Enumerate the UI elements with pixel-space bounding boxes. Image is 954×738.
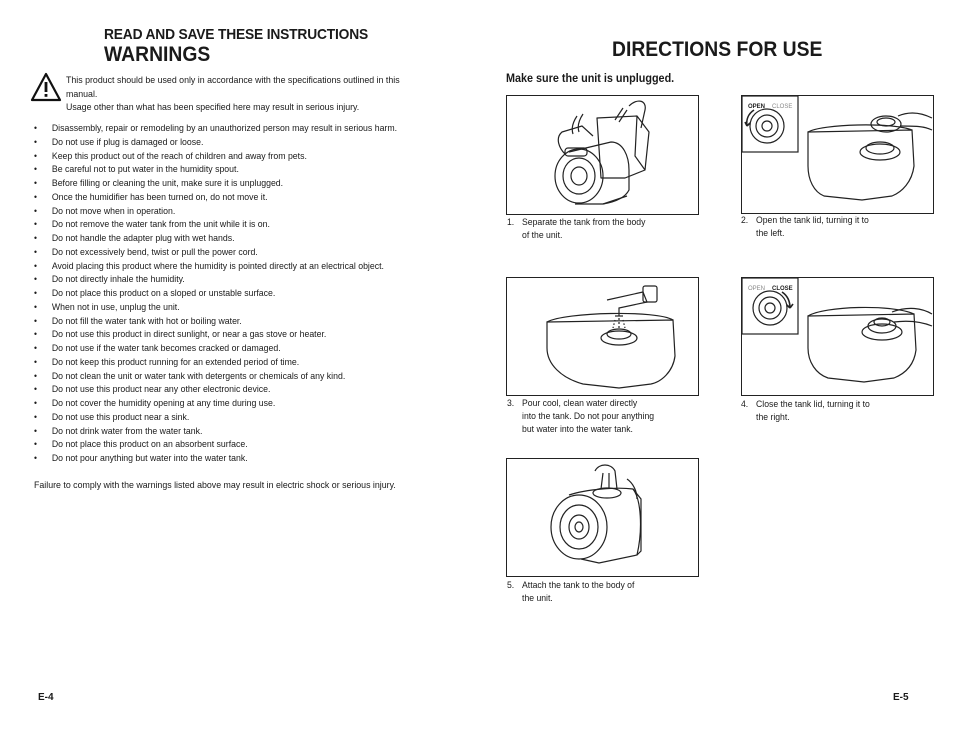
warning-item: Keep this product out of the reach of ch… (34, 150, 429, 164)
step-text: the unit. (522, 593, 553, 603)
unplug-subtitle: Make sure the unit is unplugged. (506, 73, 675, 85)
page-number-left: E-4 (38, 692, 54, 703)
directions-title: DIRECTIONS FOR USE (612, 38, 823, 61)
step-text: but water into the water tank. (522, 424, 633, 434)
warning-item: Do not use if the water tank becomes cra… (34, 342, 429, 356)
humidifier-tank-removal-drawing (554, 100, 650, 205)
warning-item: Do not directly inhale the humidity. (34, 273, 429, 287)
humidifier-attach-drawing (550, 464, 642, 564)
warning-item: Do not fill the water tank with hot or b… (34, 315, 429, 329)
intro-line: This product should be used only in acco… (66, 74, 400, 99)
warning-item: Do not excessively bend, twist or pull t… (34, 246, 429, 260)
step-item: 2. Open the tank lid, turning it to the l… (741, 214, 869, 240)
illustration-open-lid: OPEN CLOSE (741, 95, 934, 214)
step-text: into the tank. Do not pour anything (522, 411, 655, 421)
warning-item: Do not use if plug is damaged or loose. (34, 136, 429, 150)
failure-note: Failure to comply with the warnings list… (34, 479, 396, 490)
step-number: 5. (507, 580, 515, 590)
warning-item: Do not move when in operation. (34, 205, 429, 219)
step-item: 3. Pour cool, clean water directly into t… (507, 397, 654, 436)
warning-item: Do not remove the water tank from the un… (34, 218, 429, 232)
warning-item: Once the humidifier has been turned on, … (34, 191, 429, 205)
warning-item: Do not clean the unit or water tank with… (34, 370, 429, 384)
warning-item: When not in use, unplug the unit. (34, 301, 429, 315)
step-number: 2. (741, 215, 749, 225)
page-number-right: E-5 (893, 692, 909, 703)
dial-inset-frame (742, 96, 799, 153)
warnings-list: Disassembly, repair or remodeling by an … (34, 122, 454, 466)
step-item: 4. Close the tank lid, turning it to the … (741, 398, 870, 424)
warning-item: Do not drink water from the water tank. (34, 425, 429, 439)
warning-item: Do not place this product on an absorben… (34, 438, 429, 452)
warning-item: Do not cover the humidity opening at any… (34, 397, 429, 411)
warning-item: Do not pour anything but water into the … (34, 452, 429, 466)
tank-lid-open-drawing: OPEN CLOSE (742, 96, 933, 201)
intro-line: Usage other than what has been specified… (66, 101, 360, 113)
warning-item: Do not handle the adapter plug with wet … (34, 232, 429, 246)
warning-item: Do not place this product on a sloped or… (34, 287, 429, 301)
faucet-fill-drawing (546, 285, 676, 389)
step-item: 1. Separate the tank from the body of the… (507, 216, 645, 242)
warning-item: Do not keep this product running for an … (34, 356, 429, 370)
warning-item: Be careful not to put water in the humid… (34, 163, 429, 177)
warning-item: Before filling or cleaning the unit, mak… (34, 177, 429, 191)
warning-triangle-icon (30, 72, 62, 102)
step-item: 5. Attach the tank to the body of the uni… (507, 579, 634, 605)
illustration-pour-water (506, 277, 699, 396)
warning-item: Do not use this product near any other e… (34, 383, 429, 397)
step-text: Separate the tank from the body (522, 217, 646, 227)
illustration-attach-tank (506, 458, 699, 577)
warning-item: Disassembly, repair or remodeling by an … (34, 122, 429, 136)
step-text: of the unit. (522, 230, 563, 240)
step-number: 4. (741, 399, 749, 409)
warning-item: Avoid placing this product where the hum… (34, 260, 429, 274)
step-text: Pour cool, clean water directly (522, 398, 638, 408)
step-number: 3. (507, 398, 515, 408)
warnings-intro: This product should be used only in acco… (66, 73, 433, 114)
step-text: Attach the tank to the body of (522, 580, 635, 590)
dial-open-label: OPEN (748, 104, 765, 110)
step-text: Close the tank lid, turning it to (756, 399, 870, 409)
dial-inset-frame (742, 278, 799, 335)
step-number: 1. (507, 217, 515, 227)
step-text: the left. (756, 228, 785, 238)
illustration-separate-tank (506, 95, 699, 215)
warning-item: Do not use this product in direct sunlig… (34, 328, 429, 342)
tank-lid-close-drawing: OPEN CLOSE (742, 278, 933, 383)
dial-close-label: CLOSE (772, 286, 793, 292)
step-text: Open the tank lid, turning it to (756, 215, 869, 225)
warnings-title: WARNINGS (104, 43, 211, 66)
read-save-header: READ AND SAVE THESE INSTRUCTIONS (104, 26, 369, 43)
dial-close-label: CLOSE (772, 104, 792, 110)
illustration-close-lid: OPEN CLOSE (741, 277, 934, 396)
step-text: the right. (756, 412, 790, 422)
warning-item: Do not use this product near a sink. (34, 411, 429, 425)
dial-open-label: OPEN (748, 286, 765, 292)
